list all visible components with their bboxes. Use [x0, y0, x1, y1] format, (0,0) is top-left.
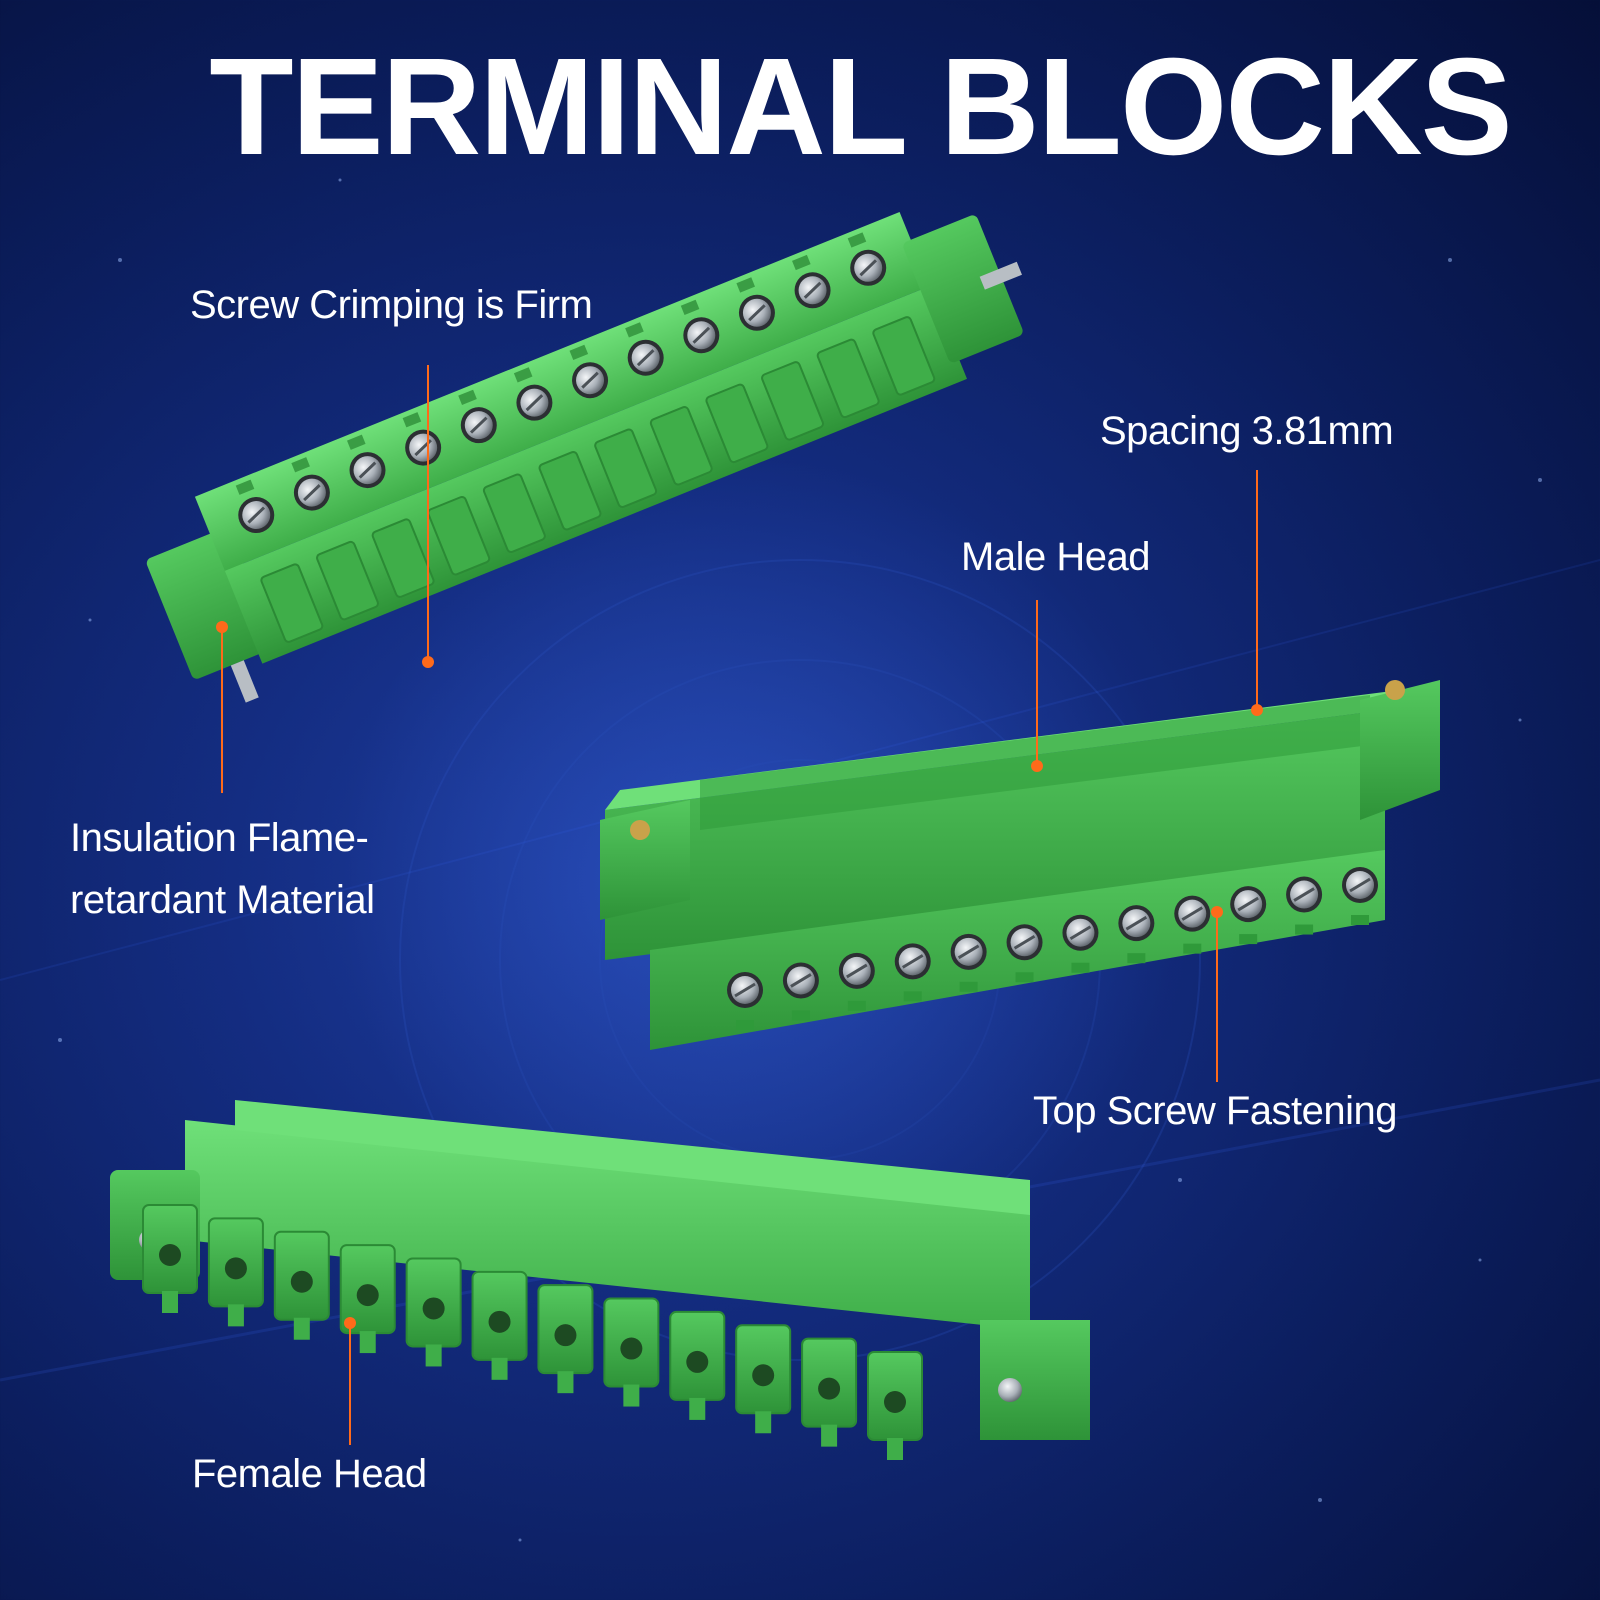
screw-icon — [847, 232, 936, 396]
screw-icon — [1342, 867, 1378, 925]
callout-spacing: Spacing 3.81mm — [1100, 409, 1394, 453]
screw-icon — [1286, 876, 1323, 935]
female-plug-connector — [110, 1100, 1090, 1460]
screw-icon — [792, 254, 880, 419]
callout-female-head: Female Head — [192, 1452, 427, 1496]
socket-icon — [801, 1337, 858, 1447]
socket-icon — [537, 1284, 594, 1394]
screw-icon — [782, 962, 819, 1021]
socket-icon — [603, 1297, 660, 1407]
socket-icon — [669, 1310, 726, 1420]
page-title: TERMINAL BLOCKS — [209, 30, 1512, 184]
screw-terminal-connector — [146, 211, 1023, 703]
screw-icon — [569, 344, 658, 509]
screw-icon — [1174, 895, 1211, 954]
screw-icon — [235, 479, 324, 643]
male-header-connector — [600, 680, 1440, 1050]
screw-icon — [894, 943, 931, 1002]
socket-icon — [142, 1204, 198, 1313]
screw-icon — [291, 457, 379, 621]
screw-icon — [1118, 905, 1155, 964]
screw-icon — [680, 299, 769, 464]
screw-icon — [513, 367, 602, 531]
screw-icon — [458, 389, 546, 553]
screw-icon — [402, 412, 491, 576]
screw-icon — [950, 933, 987, 992]
socket-icon — [471, 1270, 528, 1380]
callout-lines — [216, 365, 1263, 1445]
callout-insulation: Insulation Flame-retardant Material — [70, 816, 375, 922]
callout-top-screw: Top Screw Fastening — [1033, 1089, 1398, 1133]
screw-icon — [346, 434, 435, 598]
socket-icon — [867, 1351, 923, 1460]
screw-icon — [736, 277, 824, 441]
screw-icon — [1230, 886, 1267, 945]
socket-icon — [273, 1230, 330, 1340]
screw-icon — [727, 972, 763, 1030]
screw-icon — [1006, 924, 1043, 983]
screw-icon — [1062, 914, 1099, 973]
callout-screw-crimping: Screw Crimping is Firm — [190, 283, 593, 327]
callout-male-head: Male Head — [961, 535, 1150, 579]
socket-icon — [405, 1257, 462, 1367]
screw-icon — [625, 322, 713, 486]
socket-icon — [207, 1217, 264, 1327]
socket-icon — [339, 1244, 396, 1354]
socket-icon — [735, 1324, 792, 1434]
screw-icon — [838, 952, 875, 1011]
